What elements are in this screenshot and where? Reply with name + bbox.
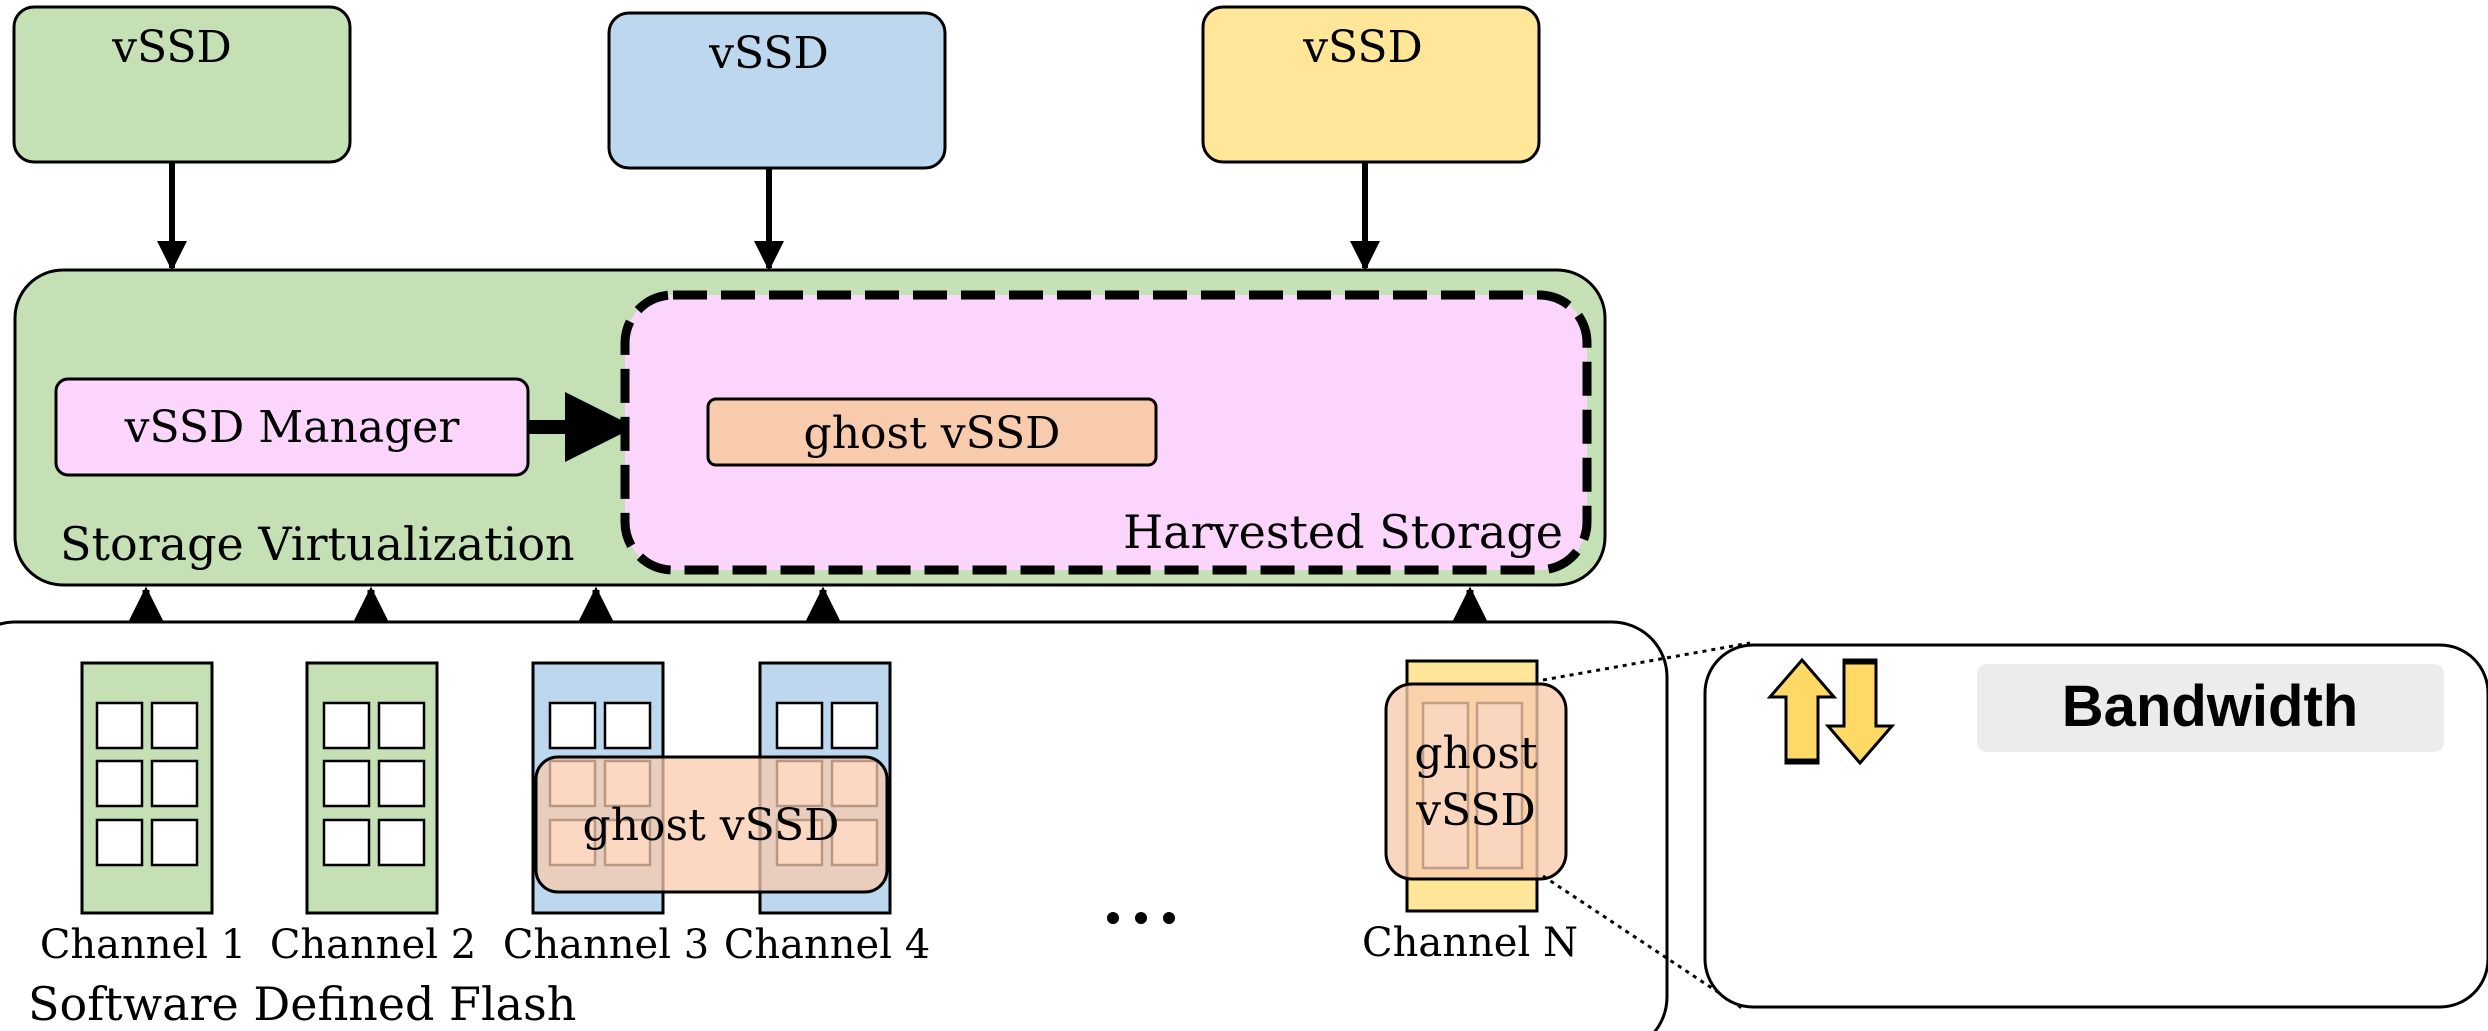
bandwidth-label: Bandwidth — [2062, 674, 2358, 739]
ghost-vssd-box: ghost vSSD — [706, 397, 1158, 467]
channel-2-label: Channel 2 — [270, 922, 476, 968]
channel-4-label: Channel 4 — [724, 922, 930, 968]
ghost-vssd-right-label-1: ghost — [1414, 728, 1538, 779]
ellipsis — [1107, 912, 1175, 924]
vssd-manager-label: vSSD Manager — [124, 402, 461, 453]
ghost-vssd-overlay-mid: ghost vSSD — [534, 755, 889, 894]
bandwidth-updown-arrows-icon — [1766, 657, 1896, 766]
ghost-vssd-right-label-2: vSSD — [1415, 785, 1536, 836]
channel-n-label: Channel N — [1362, 920, 1578, 966]
harvested-storage-label: Harvested Storage — [1123, 505, 1563, 559]
channel-1-label: Channel 1 — [40, 922, 246, 968]
channel-1 — [80, 661, 214, 915]
vssd-box-2: vSSD — [607, 11, 947, 170]
vssd-box-3: vSSD — [1201, 5, 1541, 164]
vssd-manager-box: vSSD Manager — [54, 377, 530, 477]
bandwidth-label-bg — [1977, 664, 2444, 752]
ghost-vssd-overlay-right: ghost vSSD — [1384, 682, 1568, 881]
bandwidth-panel: Bandwidth — [1703, 643, 2488, 1009]
ghost-vssd-label: ghost vSSD — [804, 408, 1061, 459]
vssd-box-1: vSSD — [12, 5, 352, 164]
software-defined-flash-label: Software Defined Flash — [28, 977, 576, 1031]
channel-2 — [305, 661, 439, 915]
ghost-vssd-mid-label: ghost vSSD — [583, 800, 840, 851]
storage-virtualization-label: Storage Virtualization — [60, 517, 575, 571]
vssd-box-2-label: vSSD — [708, 28, 829, 79]
channel-3-label: Channel 3 — [503, 922, 709, 968]
vssd-box-1-label: vSSD — [111, 22, 232, 73]
vssd-box-3-label: vSSD — [1302, 22, 1423, 73]
